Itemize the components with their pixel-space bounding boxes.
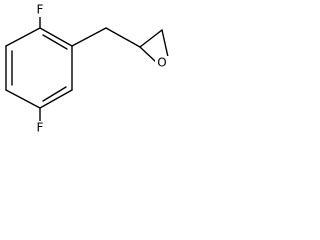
epoxide-bond-c-o-left: [139, 46, 157, 63]
ring-bond-1: [39, 27, 73, 47]
epoxide-bond-cc: [139, 29, 163, 48]
label-bg-oxygen: [155, 56, 169, 70]
label-bg-fluorine-bottom: [34, 121, 46, 135]
ring-double-bond-1: [42, 34, 68, 50]
ring-bond-3: [39, 89, 73, 109]
ring-double-bond-2: [42, 86, 67, 102]
label-bg-fluorine-top: [34, 3, 46, 17]
oxygen-label: O: [157, 56, 166, 70]
molecule-drawing: F F O: [5, 3, 169, 135]
ring-bond-6: [5, 27, 41, 47]
bond-ring-to-ch2: [71, 27, 107, 47]
epoxide-bond-c-o-right: [161, 29, 169, 58]
bond-ch2-to-epoxide: [105, 27, 141, 48]
fluorine-top-label: F: [37, 3, 44, 17]
structure-diagram: F F O: [0, 0, 188, 138]
fluorine-bottom-label: F: [37, 121, 44, 135]
ring-bond-4: [5, 89, 41, 109]
